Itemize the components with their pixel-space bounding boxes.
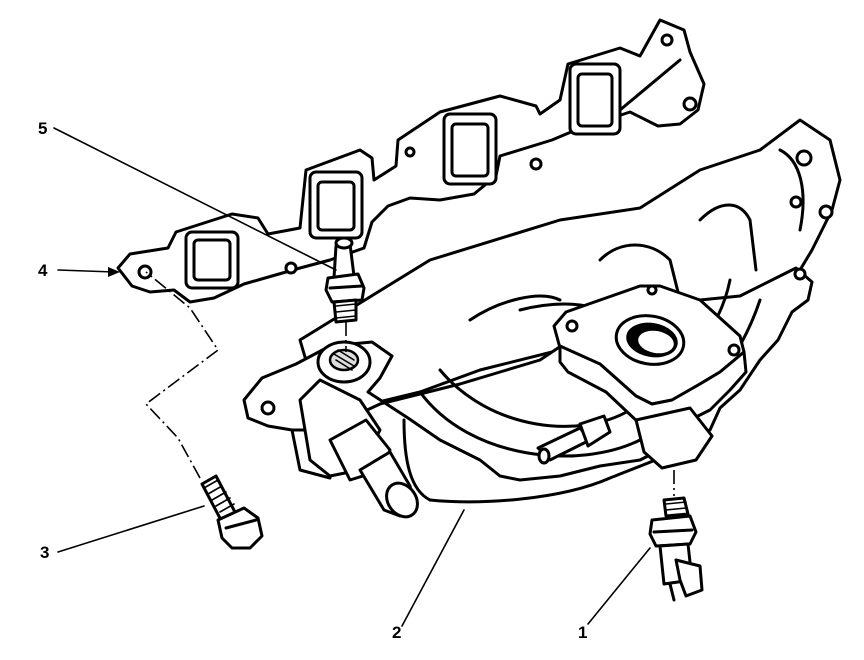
vacuum-fitting [324,236,366,352]
callout-5: 5 [38,119,47,138]
leader-line-2 [401,509,465,627]
leader-arrow-4 [108,267,120,277]
callout-1: 1 [578,623,587,642]
leader-line-3 [57,505,205,553]
callout-4: 4 [38,261,48,280]
callout-2: 2 [392,623,401,642]
temperature-sensor [648,470,704,602]
intake-manifold [242,118,842,519]
callout-3: 3 [40,543,49,562]
leader-line-1 [587,547,651,625]
intake-gasket [116,18,706,304]
leader-line-5 [53,127,337,271]
manifold-bolt [144,271,264,550]
leader-line-4 [57,269,115,273]
